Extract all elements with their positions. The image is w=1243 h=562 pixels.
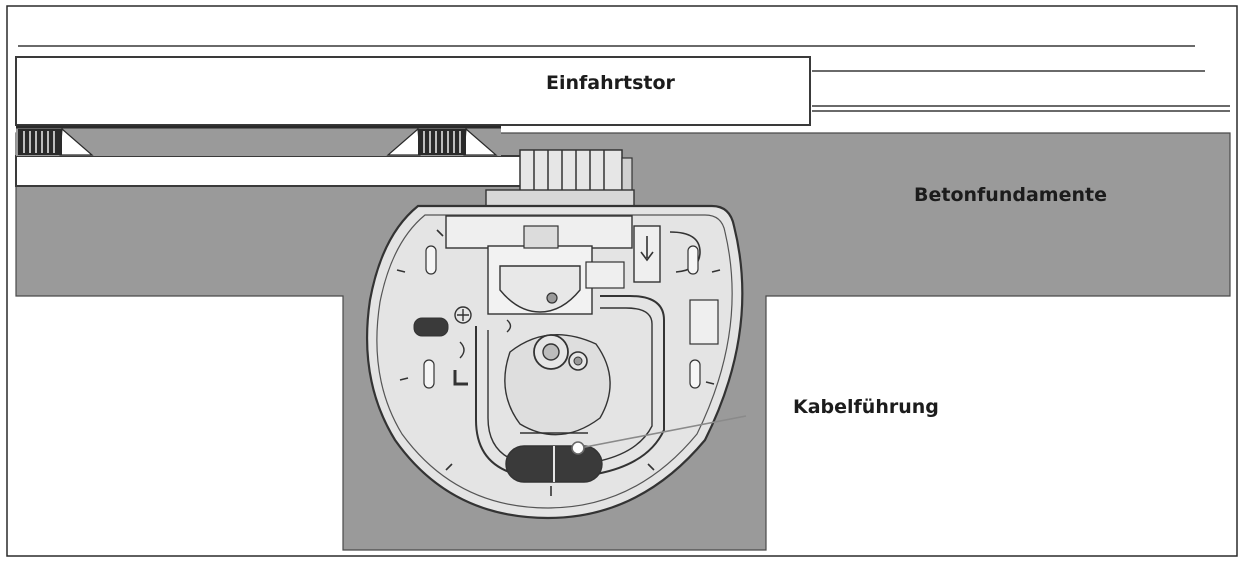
cable-guide-leader (571, 415, 747, 455)
gear-rack-bar (15, 155, 529, 187)
rack-brackets (16, 125, 501, 156)
motor-mechanism (396, 215, 721, 496)
gate-rails (18, 45, 1230, 112)
label-foundation: Betonfundamente (914, 184, 1107, 206)
drive-gear (485, 149, 635, 207)
gate-panel (15, 56, 811, 126)
label-cable-guide: Kabelführung (793, 396, 939, 418)
label-gate: Einfahrtstor (546, 72, 675, 94)
